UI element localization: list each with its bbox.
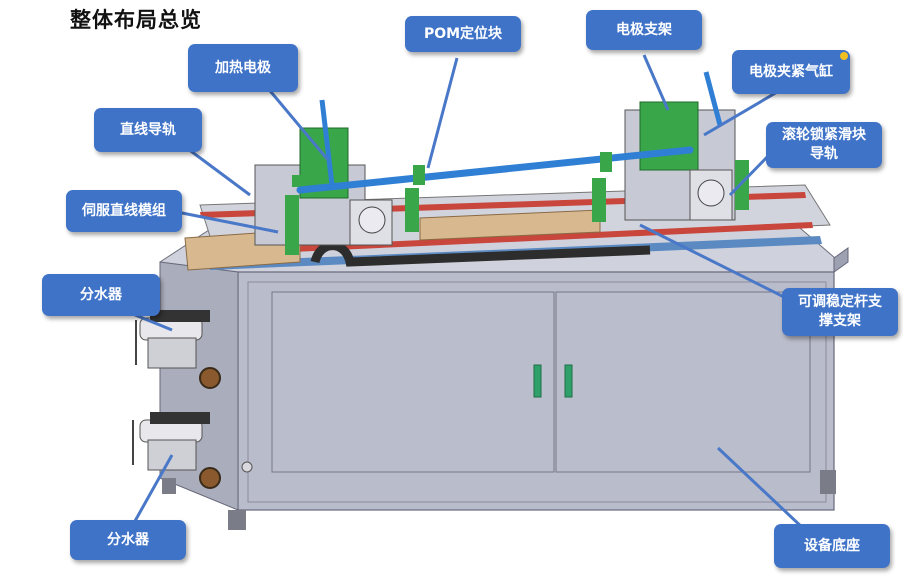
label-equipment-base: 设备底座	[774, 524, 890, 568]
label-text: 电极夹紧气缸	[749, 63, 833, 80]
foot	[820, 470, 836, 494]
label-electrode-clamp-cylinder: 电极夹紧气缸	[732, 50, 850, 94]
green-electrode-right	[639, 101, 699, 171]
page-title: 整体布局总览	[70, 7, 202, 32]
label-water-distributor-bottom: 分水器	[70, 520, 186, 560]
cabinet-door-right	[555, 291, 811, 473]
label-electrode-bracket: 电极支架	[586, 10, 702, 50]
cabinet-door-left	[271, 291, 555, 473]
label-roller-lock-slide-guide: 滚轮锁紧滑块导轨	[766, 122, 882, 168]
label-heating-electrode: 加热电极	[188, 44, 298, 92]
stabilizer-bar	[296, 146, 694, 194]
label-servo-linear-module: 伺服直线模组	[66, 190, 182, 232]
leader-lines	[122, 54, 807, 532]
cabinet-side	[159, 261, 239, 511]
marker-dot-icon	[840, 52, 848, 60]
label-linear-guide: 直线导轨	[94, 108, 202, 152]
door-handle-right	[564, 364, 573, 398]
label-water-distributor-top: 分水器	[42, 274, 160, 316]
foot	[228, 510, 246, 530]
cable-chain	[310, 241, 651, 267]
guide-rail-front	[205, 222, 813, 256]
label-adjustable-support-rod: 可调稳定杆支撑支架	[782, 288, 898, 336]
label-pom-block: POM定位块	[405, 16, 521, 52]
door-handle-left	[533, 364, 542, 398]
